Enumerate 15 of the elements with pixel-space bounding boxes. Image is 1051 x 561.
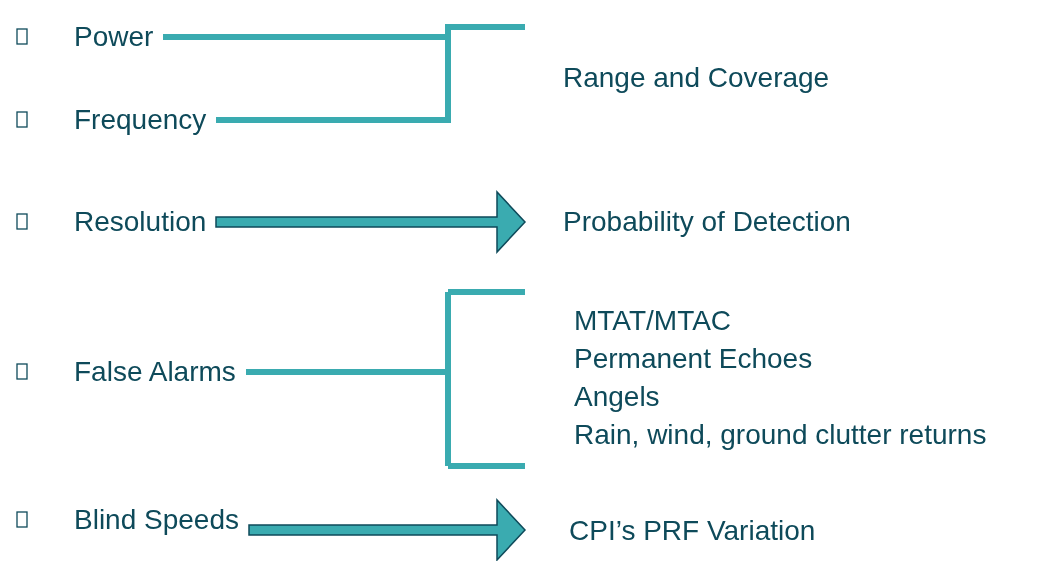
text-label: False Alarms	[74, 355, 236, 389]
text-label: Probability of Detection	[563, 205, 851, 239]
text-label: Rain, wind, ground clutter returns	[574, 418, 987, 452]
text-label: CPI’s PRF Variation	[569, 514, 816, 548]
text-label: Range and Coverage	[563, 61, 830, 95]
text-label: Angels	[574, 380, 660, 414]
text-label: Frequency	[74, 103, 207, 137]
bracket-connector	[243, 289, 528, 469]
block-arrow	[248, 498, 527, 561]
text-label: Blind Speeds	[74, 503, 239, 537]
text-label: MTAT/MTAC	[574, 304, 732, 338]
block-arrow	[215, 190, 527, 254]
text-label: Permanent Echoes	[574, 342, 813, 376]
text-label: Power	[74, 20, 154, 54]
text-label: Resolution	[74, 205, 207, 239]
